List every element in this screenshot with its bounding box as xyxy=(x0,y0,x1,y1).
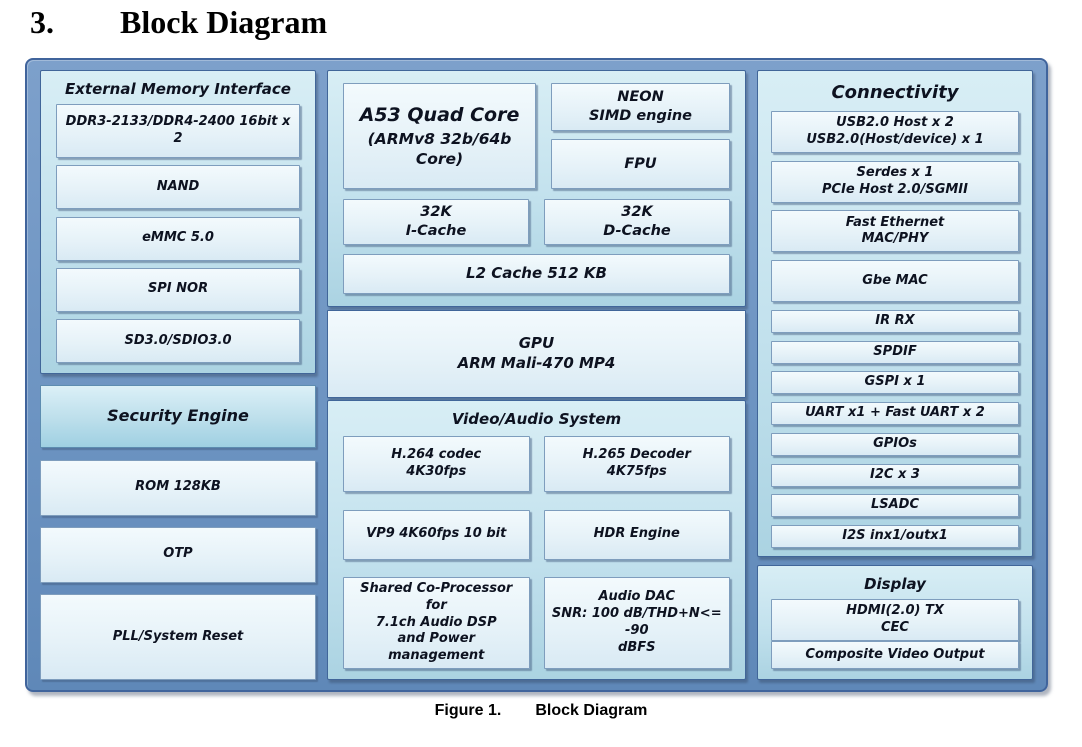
connectivity-items: USB2.0 Host x 2 USB2.0(Host/device) x 1 … xyxy=(771,111,1019,549)
block-ddr: DDR3-2133/DDR4-2400 16bit x 2 xyxy=(56,104,300,158)
block-hdmi: HDMI(2.0) TX CEC xyxy=(771,599,1019,641)
block-pll-system-reset: PLL/System Reset xyxy=(40,594,316,680)
block-gpu: GPU ARM Mali-470 MP4 xyxy=(327,309,746,398)
block-vp9: VP9 4K60fps 10 bit xyxy=(343,509,530,560)
block-i2c: I2C x 3 xyxy=(771,463,1019,487)
left-column: External Memory Interface DDR3-2133/DDR4… xyxy=(40,70,316,680)
block-lsadc: LSADC xyxy=(771,494,1019,518)
display-items: HDMI(2.0) TX CEC Composite Video Output xyxy=(771,599,1019,669)
external-memory-title: External Memory Interface xyxy=(65,80,291,98)
a53-title: A53 Quad Core xyxy=(359,103,520,126)
figure-caption-label: Figure 1. xyxy=(434,702,502,719)
block-spi-nor: SPI NOR xyxy=(56,267,300,312)
block-usb: USB2.0 Host x 2 USB2.0(Host/device) x 1 xyxy=(771,111,1019,153)
video-audio-title: Video/Audio System xyxy=(451,410,622,428)
figure-caption-text: Block Diagram xyxy=(535,702,648,719)
block-emmc: eMMC 5.0 xyxy=(56,216,300,261)
block-icache: 32K I-Cache xyxy=(343,198,529,245)
block-h265: H.265 Decoder 4K75fps xyxy=(543,436,730,492)
connectivity-title: Connectivity xyxy=(831,82,959,103)
right-column: Connectivity USB2.0 Host x 2 USB2.0(Host… xyxy=(757,70,1033,680)
block-a53-quad-core: A53 Quad Core (ARMv8 32b/64b Core) xyxy=(343,83,536,189)
block-sd-sdio: SD3.0/SDIO3.0 xyxy=(56,319,300,363)
block-l2-cache: L2 Cache 512 KB xyxy=(343,254,730,294)
connectivity-group: Connectivity USB2.0 Host x 2 USB2.0(Host… xyxy=(757,70,1033,558)
figure-caption: Figure 1. Block Diagram xyxy=(0,702,1082,720)
a53-subtitle: (ARMv8 32b/64b Core) xyxy=(367,130,512,169)
block-audio-dac: Audio DAC SNR: 100 dB/THD+N<= -90 dBFS xyxy=(543,577,730,669)
block-gpios: GPIOs xyxy=(771,432,1019,456)
external-memory-items: DDR3-2133/DDR4-2400 16bit x 2 NAND eMMC … xyxy=(54,104,302,363)
section-heading: 3. Block Diagram xyxy=(30,4,327,41)
section-number: 3. xyxy=(30,4,54,40)
block-otp: OTP xyxy=(40,526,316,583)
block-fpu: FPU xyxy=(551,139,730,189)
block-audio-dsp: Shared Co-Processor for 7.1ch Audio DSP … xyxy=(343,577,530,669)
block-uart: UART x1 + Fast UART x 2 xyxy=(771,402,1019,426)
block-fast-ethernet: Fast Ethernet MAC/PHY xyxy=(771,210,1019,253)
block-serdes-pcie: Serdes x 1 PCIe Host 2.0/SGMII xyxy=(771,160,1019,203)
middle-column: A53 Quad Core (ARMv8 32b/64b Core) NEON … xyxy=(327,70,746,680)
video-audio-items: H.264 codec 4K30fps H.265 Decoder 4K75fp… xyxy=(341,434,732,669)
block-i2s: I2S inx1/outx1 xyxy=(771,525,1019,549)
display-title: Display xyxy=(864,575,926,594)
block-h264: H.264 codec 4K30fps xyxy=(343,436,530,492)
block-neon-simd: NEON SIMD engine xyxy=(551,83,730,131)
block-diagram-board: External Memory Interface DDR3-2133/DDR4… xyxy=(25,58,1048,692)
section-title: Block Diagram xyxy=(120,4,328,40)
cpu-right-stack: NEON SIMD engine FPU xyxy=(551,83,730,189)
cpu-row-caches: 32K I-Cache 32K D-Cache xyxy=(343,198,730,245)
block-composite-video: Composite Video Output xyxy=(771,641,1019,669)
block-spdif: SPDIF xyxy=(771,340,1019,364)
block-dcache: 32K D-Cache xyxy=(544,198,730,245)
cpu-row-top: A53 Quad Core (ARMv8 32b/64b Core) NEON … xyxy=(343,83,730,189)
block-gbe-mac: Gbe MAC xyxy=(771,260,1019,303)
block-ir-rx: IR RX xyxy=(771,309,1019,333)
video-audio-group: Video/Audio System H.264 codec 4K30fps H… xyxy=(327,400,746,680)
display-group: Display HDMI(2.0) TX CEC Composite Video… xyxy=(757,565,1033,680)
block-hdr-engine: HDR Engine xyxy=(543,509,730,560)
block-nand: NAND xyxy=(56,165,300,210)
block-security-engine: Security Engine xyxy=(40,385,316,449)
external-memory-group: External Memory Interface DDR3-2133/DDR4… xyxy=(40,70,316,374)
block-gspi: GSPI x 1 xyxy=(771,371,1019,395)
block-rom: ROM 128KB xyxy=(40,459,316,516)
cpu-group: A53 Quad Core (ARMv8 32b/64b Core) NEON … xyxy=(327,70,746,307)
